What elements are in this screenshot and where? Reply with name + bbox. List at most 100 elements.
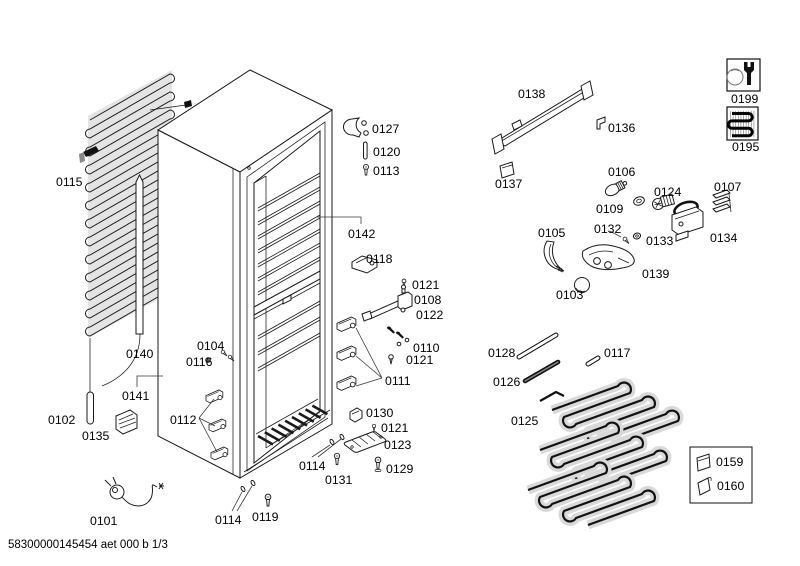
part-label-0102: 0102 <box>48 413 76 427</box>
compartment-divider <box>253 270 321 316</box>
coil-icon-box-0195 <box>726 106 759 141</box>
part-label-0195: 0195 <box>732 140 760 154</box>
pin-0114 <box>249 479 257 487</box>
part-label-0142: 0142 <box>348 227 376 241</box>
bracket-0107 <box>712 189 732 213</box>
fin-lines <box>730 111 755 137</box>
shelf-rails <box>257 172 321 372</box>
clip-0136 <box>596 116 606 130</box>
legend-box <box>689 446 753 504</box>
part-label-0109: 0109 <box>596 202 624 216</box>
part-label-0124: 0124 <box>654 185 682 199</box>
capillary-tube <box>149 104 187 111</box>
valve-0124 <box>652 193 676 210</box>
screw-0121-c <box>371 423 377 432</box>
part-label-0140: 0140 <box>126 347 154 361</box>
hinge-clip-0127 <box>343 117 369 138</box>
sheet-icon-0159 <box>696 453 711 472</box>
part-label-0130: 0130 <box>366 406 394 420</box>
part-labels: 0115 0140 0141 0102 0135 0101 0112 0104 … <box>48 87 760 528</box>
bulb-0106 <box>604 180 628 197</box>
screw-0129 <box>374 456 382 470</box>
plate-0123 <box>343 431 387 453</box>
part-label-0110: 0110 <box>413 341 440 355</box>
part-label-0118: 0118 <box>366 252 393 266</box>
part-label-0141: 0141 <box>122 389 150 403</box>
part-label-0159: 0159 <box>716 455 744 469</box>
cap-0103 <box>574 277 590 293</box>
wrench-icon <box>744 62 754 85</box>
cover-0105 <box>543 240 565 273</box>
pin-0114 <box>239 485 247 493</box>
suction-tube-0140 <box>101 173 144 387</box>
part-label-0114-a: 0114 <box>215 513 242 527</box>
part-label-0104: 0104 <box>197 339 225 353</box>
part-label-0121-a: 0121 <box>412 278 440 292</box>
screw-0132 <box>621 235 631 246</box>
screw-0113 <box>363 164 369 176</box>
part-label-0103: 0103 <box>556 288 584 302</box>
part-label-0122: 0122 <box>416 308 444 322</box>
evaporator-group <box>516 332 753 530</box>
hinge-plate-0122 <box>361 284 413 322</box>
drier-capsule-0102 <box>86 338 94 425</box>
part-label-0127: 0127 <box>372 122 400 136</box>
tool-icon-box-0199 <box>726 58 761 92</box>
part-label-0101: 0101 <box>90 514 118 528</box>
hole-plug-0110 <box>396 341 402 347</box>
part-label-0114-b: 0114 <box>299 459 326 473</box>
part-label-0131: 0131 <box>325 473 353 487</box>
serpentine-icon <box>726 112 754 138</box>
part-label-0199: 0199 <box>731 92 759 106</box>
part-label-0137: 0137 <box>495 177 523 191</box>
part-label-0135: 0135 <box>82 429 110 443</box>
lamp-housing-0139 <box>581 244 635 271</box>
part-label-0126: 0126 <box>493 375 521 389</box>
tube-0126 <box>522 359 561 384</box>
screw-0119 <box>264 493 272 507</box>
part-label-0160: 0160 <box>717 479 745 493</box>
part-label-0129: 0129 <box>386 462 414 476</box>
ring-0133 <box>632 232 642 240</box>
part-label-0136: 0136 <box>608 121 636 135</box>
part-label-0105: 0105 <box>538 226 566 240</box>
part-label-0115: 0115 <box>56 175 83 189</box>
connector-block-0135 <box>115 409 138 435</box>
plate-0137 <box>499 161 515 179</box>
part-label-0121-b: 0121 <box>406 353 434 367</box>
evaporator-stack-0125 <box>526 378 684 530</box>
leader-lines <box>136 216 622 512</box>
part-label-0106: 0106 <box>608 165 636 179</box>
grommet-0109 <box>633 196 645 206</box>
part-label-0117: 0117 <box>604 346 631 360</box>
screw-0121-b <box>388 354 394 365</box>
thermostat-body-0134 <box>671 206 704 242</box>
hinge-sleeves-0111 <box>336 316 357 391</box>
part-label-0121-c: 0121 <box>381 421 409 435</box>
ring-0116 <box>205 357 211 363</box>
dark-screw <box>385 326 397 334</box>
tube-0128 <box>516 332 559 360</box>
part-label-0125: 0125 <box>511 414 539 428</box>
part-label-0132: 0132 <box>594 222 622 236</box>
part-label-0133: 0133 <box>646 234 674 248</box>
cabinet-body <box>157 69 333 479</box>
compressor-circle-icon <box>726 68 744 86</box>
part-label-0128: 0128 <box>488 346 516 360</box>
latch-0118 <box>351 255 378 274</box>
part-label-0113: 0113 <box>373 164 400 178</box>
part-label-0116: 0116 <box>186 355 213 369</box>
part-label-0120: 0120 <box>373 145 401 159</box>
document-number-footer: 58300000145454 aet 000 b 1/3 <box>8 539 168 551</box>
part-label-0119: 0119 <box>252 510 279 524</box>
part-label-0139: 0139 <box>642 267 670 281</box>
cover-0130 <box>349 407 363 423</box>
door-hardware <box>205 117 413 507</box>
part-label-0111: 0111 <box>385 374 411 388</box>
hole-plug-0110 <box>404 337 410 343</box>
part-label-0108: 0108 <box>414 293 442 307</box>
part-label-0134: 0134 <box>710 231 738 245</box>
pin-0120 <box>363 141 368 160</box>
